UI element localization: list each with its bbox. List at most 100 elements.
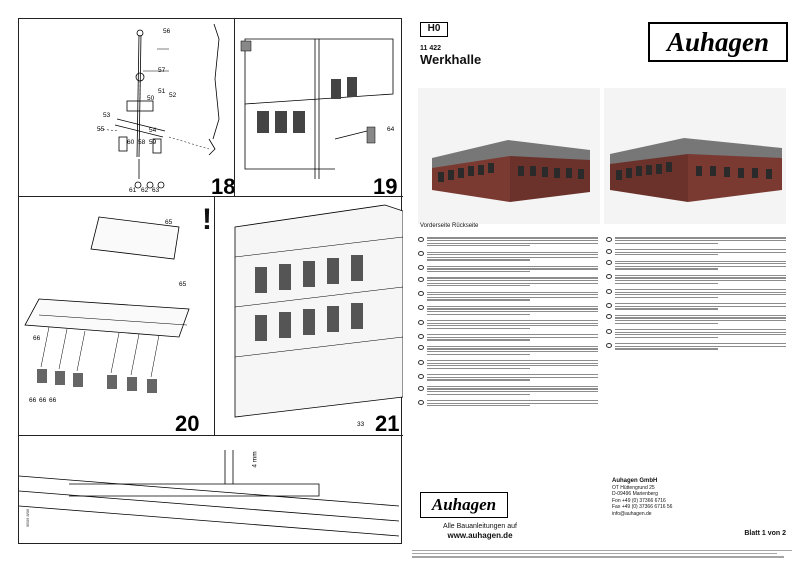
part-label: 60 (127, 139, 135, 146)
instruction-text-column-left (418, 236, 598, 410)
company-line: Fon +49 (0) 37366 6716 (612, 497, 666, 504)
language-flag-icon (418, 359, 424, 365)
language-flag-icon (418, 345, 424, 351)
brand-logo-small: Auhagen (420, 492, 508, 518)
language-flag-icon (606, 288, 612, 294)
instruction-paragraph (418, 385, 598, 397)
instruction-paragraph (606, 259, 786, 271)
part-label: 65 (179, 281, 187, 288)
language-flag-icon (418, 251, 424, 257)
instruction-text-column-right (606, 236, 786, 354)
instruction-paragraph (418, 264, 598, 273)
language-flag-icon (418, 305, 424, 311)
language-flag-icon (606, 260, 612, 266)
language-flag-icon (606, 342, 612, 348)
part-label: 58 (138, 139, 146, 146)
part-label: 62 (141, 187, 149, 194)
part-label: 65 (165, 219, 173, 226)
part-label: 63 (152, 187, 160, 194)
instruction-paragraph (606, 273, 786, 285)
step-18-drawing (98, 23, 220, 189)
language-flag-icon (418, 385, 424, 391)
company-line: Fax +49 (0) 37366 6716 56 (612, 504, 673, 510)
company-line[interactable]: info@auhagen.de (612, 510, 652, 517)
instruction-paragraph (606, 302, 786, 311)
instruction-paragraph (418, 290, 598, 302)
instruction-paragraph (418, 250, 598, 262)
part-label: 59 (149, 139, 157, 146)
detail-drawing (19, 450, 400, 537)
part-label: 51 (158, 88, 166, 95)
scale-badge: H0 (420, 22, 448, 37)
photo-caption: Vorderseite Rückseite (420, 223, 479, 229)
instruction-paragraph (418, 344, 598, 356)
assembly-sheet: 56 57 53 55 50 51 52 54 60 58 59 61 62 6… (18, 18, 403, 544)
product-photo-rear (604, 88, 786, 224)
company-name: Auhagen GmbH (612, 478, 658, 484)
instruction-paragraph (418, 304, 598, 316)
part-label: 55 (97, 126, 105, 133)
step-20-drawing (24, 216, 190, 393)
language-flag-icon (418, 291, 424, 297)
instruction-paragraph (418, 373, 598, 382)
part-label: 64 (387, 126, 395, 133)
language-flag-icon (606, 328, 612, 334)
part-label: 56 (163, 28, 171, 35)
part-label: 53 (103, 112, 111, 119)
legal-footer (412, 548, 792, 560)
dimension-label: 4 mm (251, 451, 259, 468)
help-text: Alle Bauanleitungen auf (443, 523, 517, 530)
step-number: 18 (211, 174, 235, 197)
part-label: 66 (29, 397, 37, 404)
part-label: 61 (129, 187, 137, 194)
part-label: 52 (169, 92, 177, 99)
language-flag-icon (418, 399, 424, 405)
instruction-paragraph (606, 248, 786, 257)
instruction-paragraph (606, 288, 786, 300)
instruction-paragraph (418, 399, 598, 408)
language-flag-icon (606, 302, 612, 308)
instruction-paragraph (418, 319, 598, 331)
part-label: 54 (149, 127, 157, 134)
brand-logo: Auhagen (648, 22, 788, 62)
language-flag-icon (418, 237, 424, 242)
step-19-drawing (240, 38, 394, 179)
company-line: OT Hüttengrund 25 (612, 484, 655, 491)
instruction-paragraph (606, 328, 786, 340)
part-label: 57 (158, 67, 166, 74)
product-photo-front (418, 88, 600, 224)
part-label: 50 (147, 95, 155, 102)
sheet-number: Blatt 1 von 2 (744, 530, 786, 537)
product-name: Werkhalle (420, 52, 482, 67)
step-20-panel: 65 65 66 66 66 66 ! 20 (19, 197, 215, 435)
instruction-paragraph (606, 236, 786, 245)
step-21-drawing (234, 204, 403, 418)
instruction-paragraph (418, 236, 598, 248)
language-flag-icon (606, 314, 612, 320)
step-18-panel: 56 57 53 55 50 51 52 54 60 58 59 61 62 6… (19, 19, 235, 197)
language-flag-icon (606, 274, 612, 280)
language-flag-icon (418, 333, 424, 339)
part-label: 66 (49, 397, 57, 404)
language-flag-icon (418, 277, 424, 283)
instruction-paragraph (418, 276, 598, 288)
instruction-paragraph (418, 359, 598, 371)
instruction-paragraph (606, 313, 786, 325)
step-number: 20 (175, 411, 200, 435)
language-flag-icon (606, 248, 612, 254)
language-flag-icon (418, 373, 424, 379)
help-url[interactable]: www.auhagen.de (447, 531, 513, 540)
article-number: 11 422 (420, 45, 442, 52)
step-21-panel: 33 21 (215, 197, 403, 435)
part-label: 66 (39, 397, 47, 404)
step-19-panel: 64 19 (235, 19, 403, 197)
step-number: 21 (375, 411, 400, 435)
sheet-code: 9B09 8/06 (25, 508, 30, 527)
language-flag-icon (418, 319, 424, 325)
language-flag-icon (606, 237, 612, 242)
warning-icon: ! (202, 203, 212, 236)
company-address: Auhagen GmbH OT Hüttengrund 25 D-09496 M… (612, 478, 672, 517)
language-flag-icon (418, 265, 424, 271)
instruction-paragraph (418, 333, 598, 342)
step-number: 19 (373, 174, 398, 197)
